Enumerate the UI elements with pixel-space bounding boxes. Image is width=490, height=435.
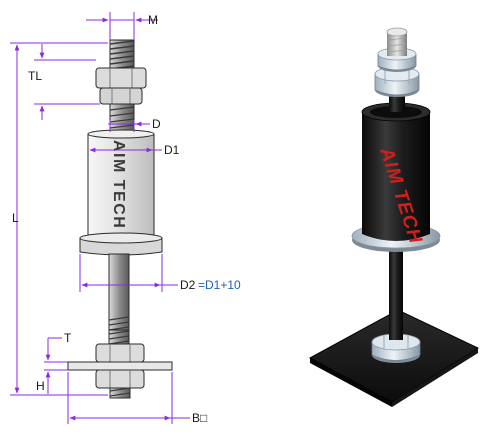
product-render: AIM TECH bbox=[308, 27, 480, 407]
technical-drawing: AIM TECH bbox=[10, 12, 241, 425]
dimension-lines bbox=[10, 12, 190, 424]
render-lower-rod bbox=[389, 250, 403, 340]
label-d: D bbox=[152, 117, 161, 131]
label-d1: D1 bbox=[164, 143, 180, 157]
top-nut bbox=[95, 67, 147, 105]
render-stud-tip bbox=[386, 27, 408, 56]
render-bottom-nut bbox=[371, 333, 421, 363]
bottom-upper-nut bbox=[95, 343, 145, 363]
label-b: B□ bbox=[192, 411, 207, 425]
label-d2: D2 bbox=[180, 278, 196, 292]
label-h: H bbox=[36, 379, 45, 393]
drawing-brand-text: AIM TECH bbox=[110, 140, 127, 229]
cylinder-body: AIM TECH bbox=[79, 129, 163, 256]
top-threaded-stud bbox=[109, 39, 135, 71]
bottom-lower-nut bbox=[95, 369, 145, 399]
render-cylinder: AIM TECH bbox=[361, 102, 431, 247]
label-l: L bbox=[12, 211, 19, 225]
label-m: M bbox=[148, 13, 158, 27]
base-plate bbox=[67, 361, 173, 371]
render-top-nut bbox=[374, 47, 420, 97]
label-t: T bbox=[64, 331, 72, 345]
label-d2-formula: =D1+10 bbox=[198, 278, 241, 292]
label-tl: TL bbox=[28, 69, 42, 83]
